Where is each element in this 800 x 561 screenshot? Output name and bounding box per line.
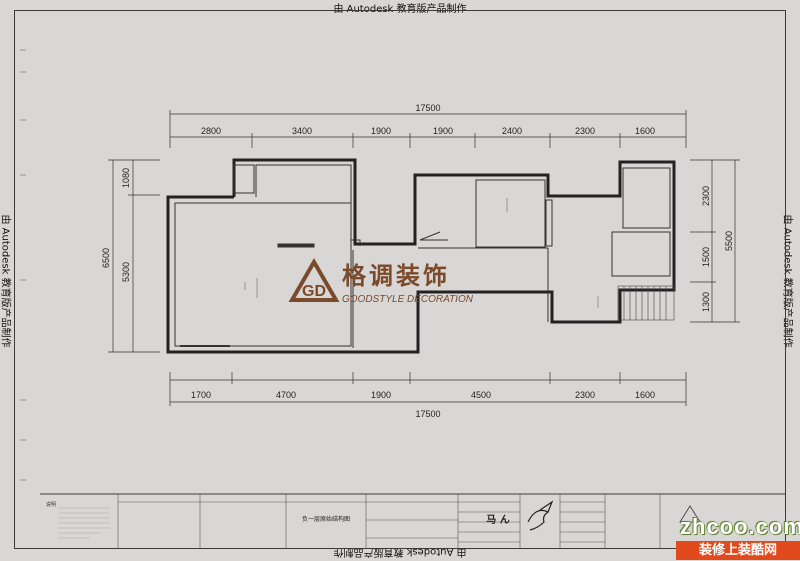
logo-triangle-icon [288,258,340,302]
site-badge: zhcoo.com 装修上装酷网 [676,514,800,560]
top-dim-1: 2800 [201,126,221,136]
top-dim-2: 3400 [292,126,312,136]
left-lower-dim: 5300 [121,262,131,282]
top-dim-5: 2400 [502,126,522,136]
exterior-walls [166,158,676,354]
bottom-segment-dims: 1700 4700 1900 4500 2300 1600 [191,390,655,400]
pegasus-emblem-icon [527,500,554,531]
top-dim-6: 2300 [575,126,595,136]
top-segment-dims: 2800 3400 1900 1900 2400 2300 1600 [201,126,655,136]
bottom-total-dim: 17500 [415,409,440,419]
room-annotations [244,198,599,308]
right-total-dim: 5500 [724,231,734,251]
title-block: 说明 负一层原始结构图 马 ん [40,493,786,549]
top-dim-4: 1900 [433,126,453,136]
company-mark-icon [679,505,701,523]
interior-walls [174,164,671,348]
logo-chinese-name: 格调装饰 [342,262,450,290]
bottom-dim-6: 1600 [635,390,655,400]
site-domain: zhcoo.com [680,514,800,539]
left-dimension-lines [108,159,160,353]
right-middle-dim: 1500 [701,247,711,267]
notes-text-lines [58,507,110,539]
stairs [617,285,675,321]
site-name: 装修上装酷网 [676,541,800,560]
bottom-dim-2: 4700 [276,390,296,400]
logo-english-name: GOODSTYLE DECORATION [342,294,474,305]
top-dim-3: 1900 [371,126,391,136]
top-dim-7: 1600 [635,126,655,136]
right-lower-dim: 1300 [701,292,711,312]
drawing-name: 负一层原始结构图 [302,515,350,523]
bottom-dim-1: 1700 [191,390,211,400]
bottom-dim-5: 2300 [575,390,595,400]
bottom-dimension-lines [169,372,687,406]
right-dimension-lines [690,159,740,323]
logo-monogram: GD [302,283,326,300]
bottom-dim-4: 4500 [471,390,491,400]
notes-heading: 说明 [46,501,56,508]
top-dimension-lines [169,110,687,148]
bottom-dim-3: 1900 [371,390,391,400]
left-upper-dim: 1080 [121,168,131,188]
right-upper-dim: 2300 [701,186,711,206]
autodesk-watermark-top: 由 Autodesk 教育版产品制作 [333,4,467,15]
left-total-dim: 6500 [101,248,111,268]
margin-ticks [20,49,26,481]
drawing-sheet-border [14,10,786,549]
designer-signature: 马 ん [486,514,509,526]
goodstyle-logo: GD 格调装饰 GOODSTYLE DECORATION [288,258,474,305]
top-total-dim: 17500 [415,103,440,113]
